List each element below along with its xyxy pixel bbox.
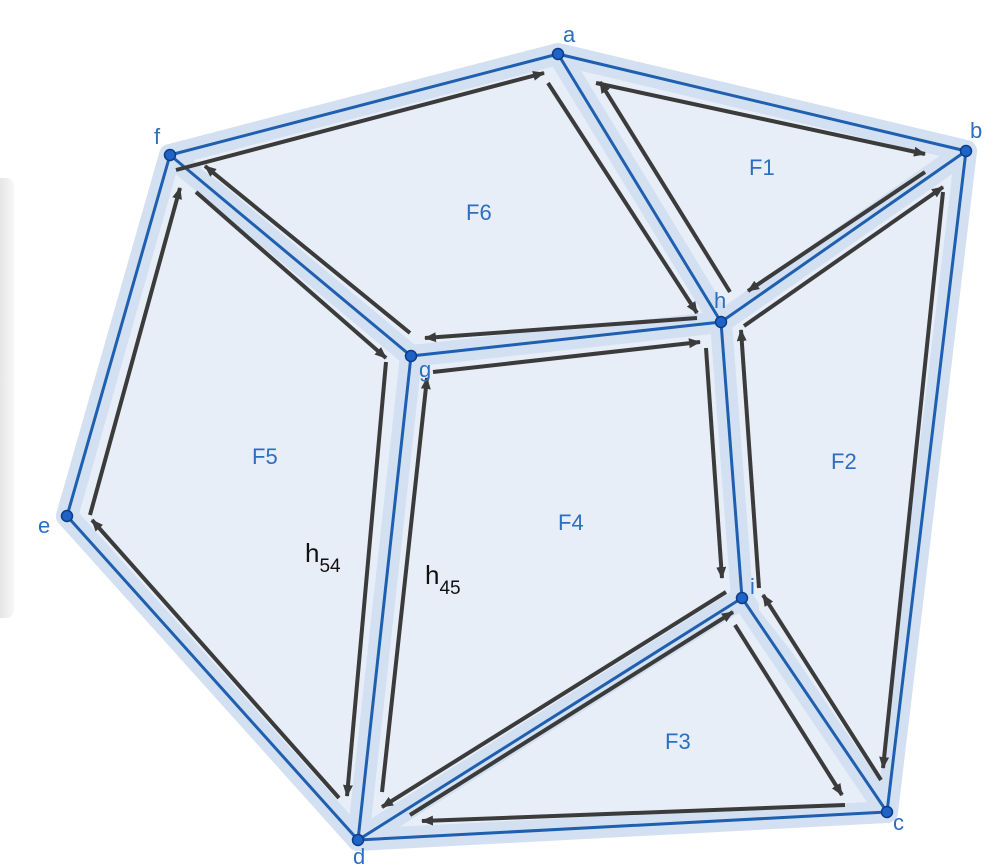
halfedge-arrow	[546, 81, 699, 315]
halfedge-arrow	[595, 81, 926, 157]
vertex-label-d: d	[353, 844, 365, 866]
vertex-d	[351, 833, 365, 847]
face-label-f3: F3	[665, 729, 691, 754]
halfedge-arrow	[598, 80, 732, 294]
face-f6	[200, 75, 697, 338]
vertex-label-e: e	[38, 513, 50, 538]
vertex-label-h: h	[714, 288, 726, 313]
halfedge-arrow	[343, 361, 388, 797]
halfedge-label-h45: h45	[425, 560, 461, 599]
halfedge-arrow	[733, 623, 844, 797]
halfedge-arrow	[90, 518, 341, 800]
vertex-e	[60, 509, 74, 523]
face-label-f4: F4	[558, 510, 584, 535]
halfedge-arrow	[380, 590, 728, 809]
halfedge-arrow	[380, 377, 431, 793]
face-f2	[744, 187, 943, 768]
halfedge-arrow	[761, 593, 883, 782]
halfedge-arrow	[432, 338, 701, 374]
face-label-f2: F2	[831, 449, 857, 474]
vertex-h	[714, 315, 728, 329]
face-label-f5: F5	[252, 444, 278, 469]
halfedge-arrow	[175, 70, 545, 172]
halfedge-arrow	[194, 190, 388, 360]
vertex-labels: a b c d e f g h i	[38, 22, 982, 866]
vertex-g	[404, 349, 418, 363]
halfedge-labels: h54 h45	[305, 538, 461, 599]
halfedge-arrow	[736, 329, 761, 589]
face-label-f1: F1	[749, 155, 775, 180]
halfedge-arrow	[424, 316, 698, 343]
vertex-label-a: a	[563, 22, 576, 47]
inner-faces	[90, 75, 943, 821]
vertex-b	[959, 144, 973, 158]
vertex-label-i: i	[750, 574, 755, 599]
face-labels: F1 F2 F3 F4 F5 F6	[252, 155, 857, 754]
halfedge-arrow	[408, 610, 735, 817]
vertex-label-b: b	[970, 118, 982, 143]
side-strip	[0, 178, 14, 618]
halfedge-arrow	[746, 170, 927, 293]
face-label-f6: F6	[466, 200, 492, 225]
halfedge-arrow	[879, 191, 945, 769]
vertex-label-c: c	[893, 810, 904, 835]
vertex-c	[880, 805, 894, 819]
face-f3	[422, 625, 842, 821]
halfedge-arrow	[203, 164, 412, 335]
halfedge-arrow	[742, 185, 945, 328]
halfedge-arrow	[704, 347, 727, 579]
face-f4	[382, 344, 722, 807]
vertex-label-f: f	[154, 124, 161, 149]
vertex-points	[60, 47, 973, 847]
halfedge-arrow	[88, 187, 182, 516]
face-f5	[90, 190, 386, 792]
halfedge-label-h54: h54	[305, 538, 341, 577]
face-f1	[596, 83, 925, 291]
vertex-i	[735, 591, 749, 605]
vertex-f	[163, 148, 177, 162]
halfedge-arrow	[421, 803, 846, 826]
vertex-label-g: g	[419, 357, 431, 382]
vertex-a	[551, 47, 565, 61]
halfedge-arrows	[88, 70, 945, 826]
